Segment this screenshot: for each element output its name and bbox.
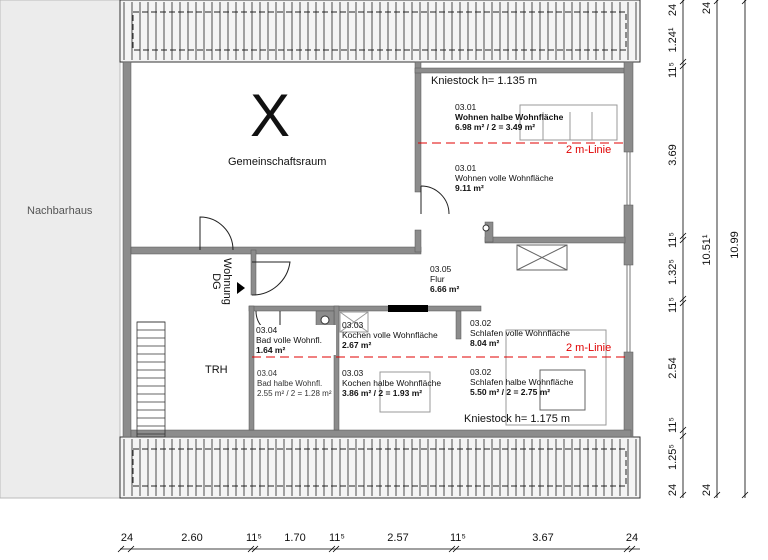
dimension-label: 10.51¹	[701, 234, 713, 266]
walls	[122, 61, 634, 438]
dimension-label: 24	[625, 532, 639, 544]
dimension-label: 1.24¹	[667, 27, 679, 53]
dimension-label: 11⁵	[667, 62, 679, 78]
dimension-label: 1.25⁵	[667, 444, 679, 470]
roof-hatch-bottom	[119, 436, 641, 499]
knee-wall-top: Kniestock h= 1.135 m	[431, 75, 538, 87]
dimension-label: 11⁵	[667, 232, 679, 248]
knee-wall-bottom: Kniestock h= 1.175 m	[464, 413, 571, 425]
two-m-line-label-bottom: 2 m-Linie	[566, 342, 612, 354]
roof-hatch-top	[119, 0, 641, 63]
dimension-label: 2.54	[667, 357, 679, 379]
common-room-cross: X	[250, 82, 291, 149]
furniture	[339, 104, 618, 426]
dimension-label: 2.57	[387, 532, 409, 544]
dimension-label: 11⁵	[329, 532, 345, 544]
two-m-line-label-top: 2 m-Linie	[566, 144, 612, 156]
dimension-label: 11⁵	[667, 417, 679, 433]
dimension-label: 1.70	[284, 532, 306, 544]
neighbor-label: Nachbarhaus	[27, 205, 93, 217]
dimension-label: 2.60	[181, 532, 203, 544]
dimension-label: 24	[120, 532, 134, 544]
dimension-lines	[120, 0, 746, 550]
stair-hall-label: TRH	[205, 364, 228, 376]
dimension-label: 24	[701, 1, 713, 15]
dimension-label: 3.69	[667, 144, 679, 166]
chimney	[388, 305, 428, 312]
dimension-label: 24	[701, 483, 713, 497]
dimension-label: 24	[667, 3, 679, 17]
entry-arrow-icon	[237, 282, 245, 294]
dimension-label: 24	[667, 483, 679, 497]
dimension-ticks	[117, 0, 749, 553]
neighbor-building	[0, 0, 121, 499]
stairs	[136, 321, 166, 438]
dimension-label: 10.99	[729, 231, 741, 259]
dimension-label: 11⁵	[450, 532, 466, 544]
dimension-label: 11⁵	[246, 532, 262, 544]
common-room-label: Gemeinschaftsraum	[228, 156, 327, 168]
windows	[626, 152, 631, 352]
dimension-label: 3.67	[532, 532, 554, 544]
dimension-label: 1.32⁵	[667, 259, 679, 285]
dimension-label: 11⁵	[667, 297, 679, 313]
